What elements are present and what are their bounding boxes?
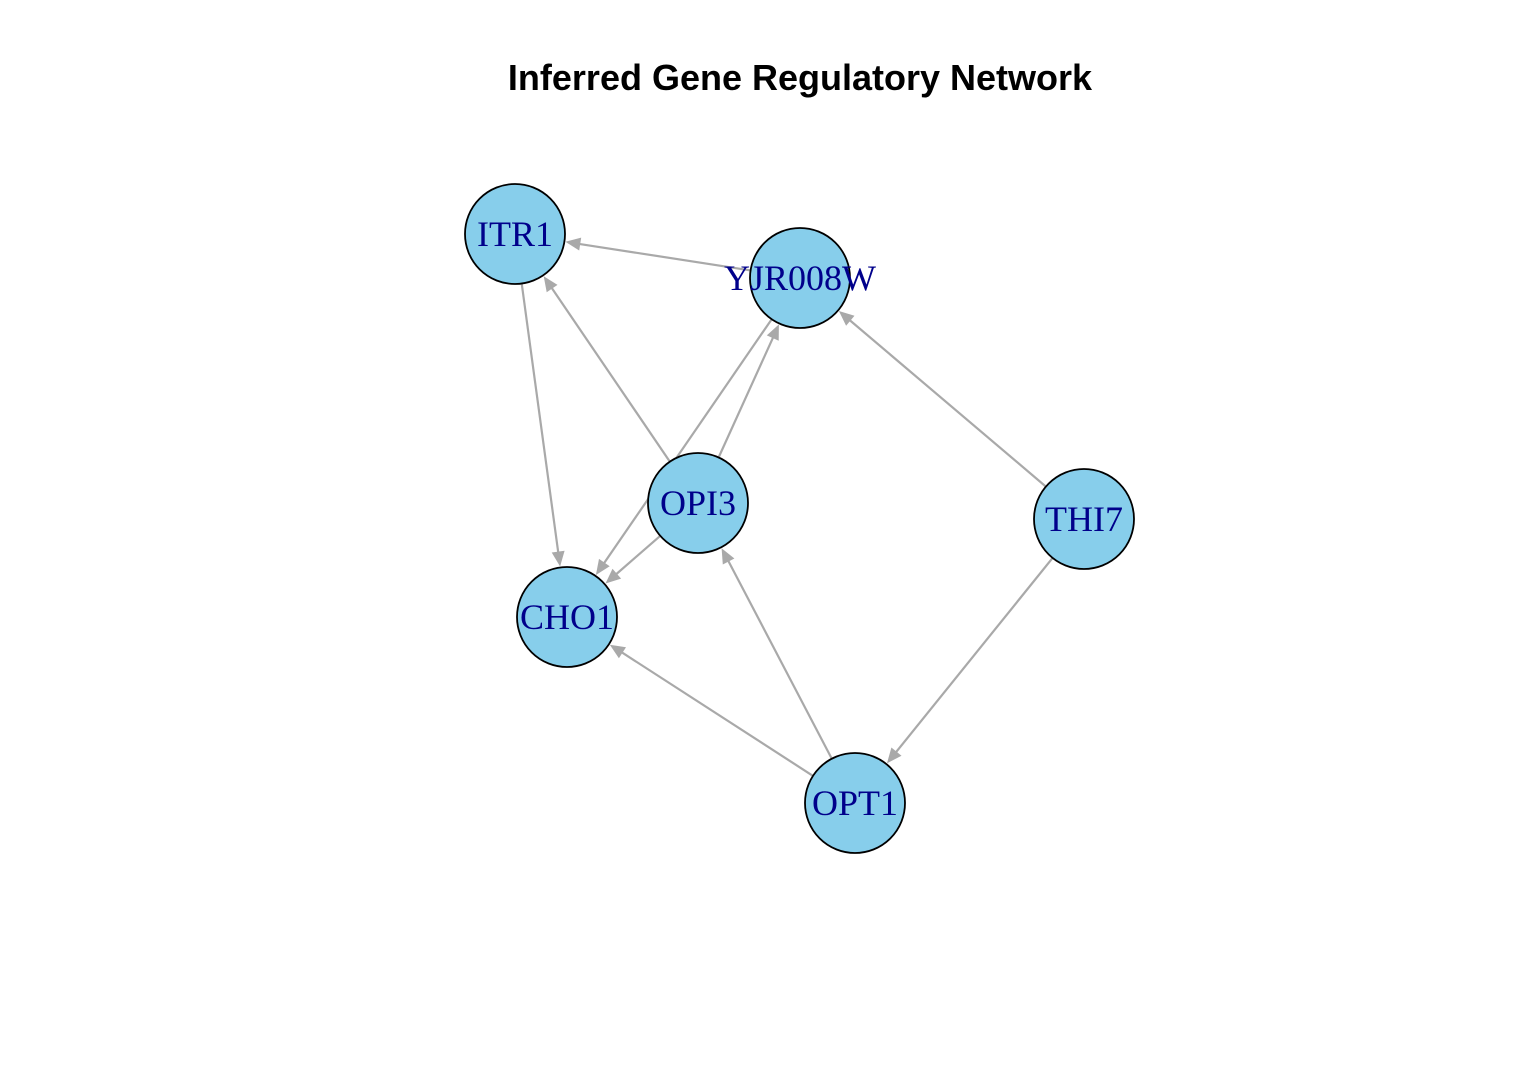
edge-line xyxy=(620,650,814,777)
arrowhead-icon xyxy=(609,644,626,659)
edge-line xyxy=(578,242,751,272)
arrowhead-icon xyxy=(605,568,622,584)
edge-line xyxy=(602,318,773,565)
arrowhead-icon xyxy=(766,324,779,341)
arrowhead-icon xyxy=(565,237,582,251)
edge-line xyxy=(550,286,671,463)
arrowhead-icon xyxy=(551,550,565,567)
edge-line xyxy=(614,534,662,576)
arrowhead-icon xyxy=(543,276,558,293)
edge-line xyxy=(894,557,1054,754)
edge-line xyxy=(726,559,833,760)
node-yjr008w: YJR008W xyxy=(724,227,876,329)
node-circle xyxy=(516,566,618,668)
edge-line xyxy=(520,283,560,554)
edge-thi7-to-opt1 xyxy=(887,557,1054,764)
node-cho1: CHO1 xyxy=(516,566,618,668)
edge-yjr008w-to-cho1 xyxy=(595,318,773,575)
edges-layer xyxy=(520,237,1054,777)
edge-line xyxy=(848,318,1047,488)
arrowhead-icon xyxy=(887,747,902,764)
node-label: ITR1 xyxy=(477,214,553,254)
arrowhead-icon xyxy=(721,548,735,565)
arrowhead-icon xyxy=(838,311,855,326)
edge-opi3-to-cho1 xyxy=(605,534,662,584)
node-label: YJR008W xyxy=(724,258,876,298)
node-label: OPT1 xyxy=(812,783,898,823)
node-label: THI7 xyxy=(1045,499,1123,539)
edge-opt1-to-cho1 xyxy=(609,644,814,777)
node-circle xyxy=(1033,468,1135,570)
node-label: CHO1 xyxy=(520,597,614,637)
arrowhead-icon xyxy=(595,558,610,575)
node-circle xyxy=(464,183,566,285)
node-circle xyxy=(647,452,749,554)
node-label: OPI3 xyxy=(660,483,736,523)
edge-itr1-to-cho1 xyxy=(520,283,565,567)
edge-opt1-to-opi3 xyxy=(721,548,833,760)
node-itr1: ITR1 xyxy=(464,183,566,285)
edge-opi3-to-yjr008w xyxy=(717,324,779,458)
edge-opi3-to-itr1 xyxy=(543,276,671,463)
node-opi3: OPI3 xyxy=(647,452,749,554)
edge-line xyxy=(717,335,775,458)
edge-thi7-to-yjr008w xyxy=(838,311,1047,488)
diagram-title: Inferred Gene Regulatory Network xyxy=(508,57,1093,98)
edge-yjr008w-to-itr1 xyxy=(565,237,751,272)
node-circle xyxy=(749,227,851,329)
node-opt1: OPT1 xyxy=(804,752,906,854)
node-circle xyxy=(804,752,906,854)
node-thi7: THI7 xyxy=(1033,468,1135,570)
